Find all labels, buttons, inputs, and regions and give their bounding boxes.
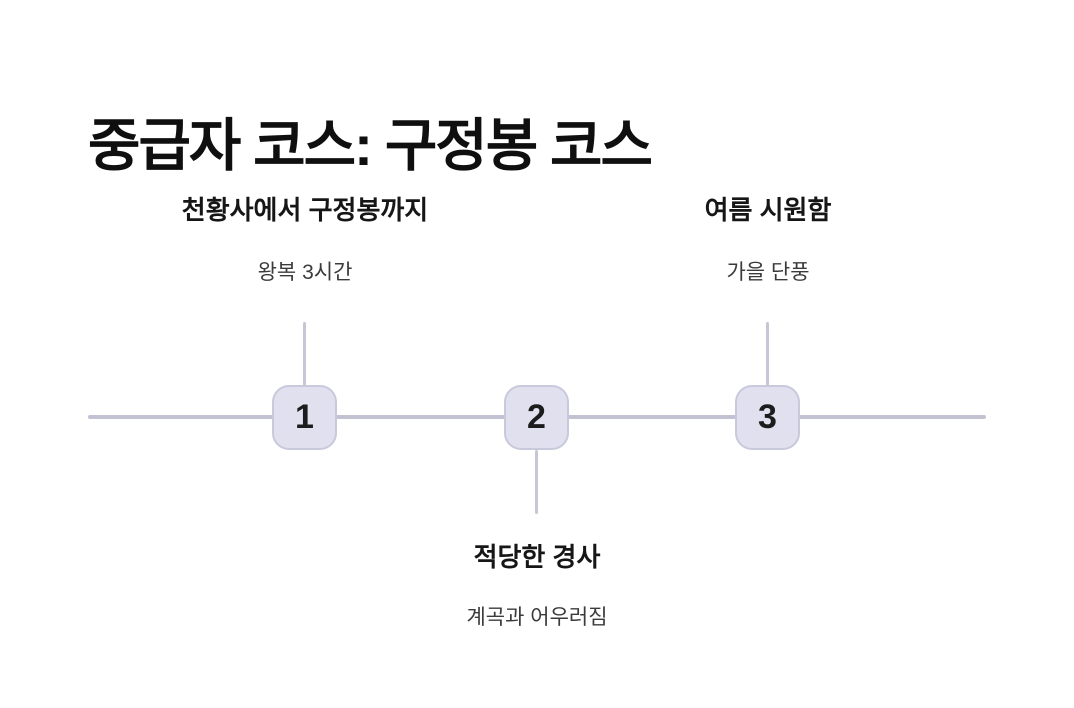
milestone-1-label: 천황사에서 구정봉까지 (181, 195, 429, 225)
milestone-3-connector-line (766, 322, 769, 386)
milestone-2-connector-line (535, 450, 538, 514)
milestone-2-node: 2 (504, 385, 569, 450)
milestone-2-label: 적당한 경사 (473, 542, 601, 572)
milestone-3-label: 여름 시원함 (704, 195, 832, 225)
milestone-1-node: 1 (272, 385, 337, 450)
milestone-1-connector-line (303, 322, 306, 386)
milestone-2-sublabel: 계곡과 어우러짐 (466, 606, 608, 629)
page-title: 중급자 코스: 구정봉 코스 (88, 114, 653, 179)
milestone-3-sublabel: 가을 단풍 (726, 261, 810, 284)
milestone-3-node: 3 (735, 385, 800, 450)
milestone-1-sublabel: 왕복 3시간 (257, 261, 353, 284)
